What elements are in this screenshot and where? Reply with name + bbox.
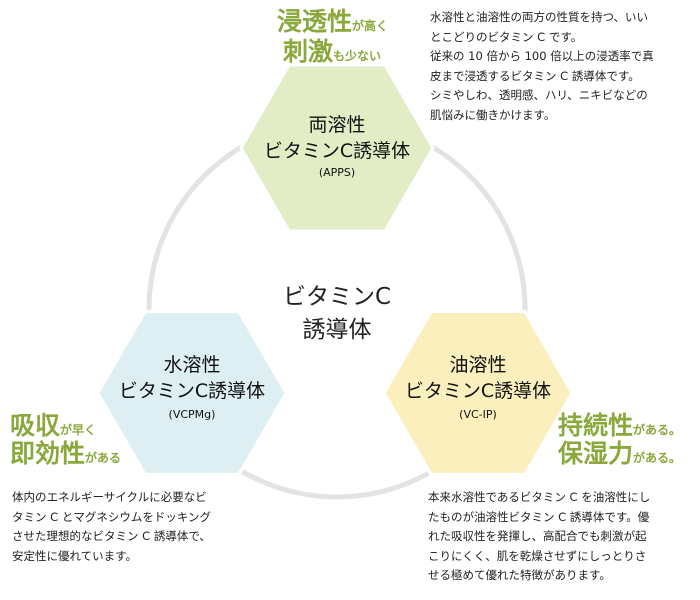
catch-left-line2: 即効性がある: [10, 439, 121, 468]
catch-left-line1: 吸収が早く: [10, 411, 96, 440]
description-line: させた理想的なビタミン C 誘導体で、: [12, 529, 211, 543]
description-line: たものが油溶性ビタミン C 誘導体です。優: [428, 509, 650, 524]
catch-top-line1: 浸透性が高く: [277, 7, 388, 36]
description-line: 皮まで浸透するビタミン C 誘導体です。: [430, 68, 640, 83]
description-line: 安定性に優れています。: [12, 548, 138, 563]
description-amphiphilic: 水溶性と油溶性の両方の性質を持つ、いいとこどりのビタミン C です。従来の 10…: [430, 8, 692, 125]
description-line: 従来の 10 倍から 100 倍以上の浸透率で真: [430, 49, 654, 63]
hex-left-sub: (VCPMg): [169, 408, 216, 421]
catch-right-line1: 持続性がある。: [558, 411, 681, 440]
description-line: 本来水溶性であるビタミン C を油溶性にし: [428, 490, 651, 504]
hex-top-line2: ビタミンC誘導体: [264, 140, 410, 162]
hexagon-oil-soluble: [382, 310, 574, 476]
description-line: こりにくく、肌を乾燥させずにしっとりさ: [428, 548, 647, 563]
description-line: 水溶性と油溶性の両方の性質を持つ、いい: [430, 10, 649, 24]
hex-left-line1: 水溶性: [163, 354, 220, 376]
catch-top-line2: 刺激も少ない: [283, 37, 381, 66]
description-line: れた吸収性を発揮し、高配合でも刺激が起: [428, 529, 647, 543]
description-line: とこどりのビタミン C です。: [430, 29, 583, 44]
description-line: せる極めて優れた特徴があります。: [428, 568, 611, 582]
hex-top-sub: (APPS): [319, 166, 355, 179]
description-oil-soluble: 本来水溶性であるビタミン C を油溶性にしたものが油溶性ビタミン C 誘導体です…: [428, 488, 690, 586]
hexagon-amphiphilic: [239, 63, 435, 233]
hex-top-line1: 両溶性: [308, 114, 365, 136]
hex-right-line1: 油溶性: [449, 354, 506, 376]
hex-left-line2: ビタミンC誘導体: [119, 380, 265, 402]
description-water-soluble: 体内のエネルギーサイクルに必要なビタミン C とマグネシウムをドッキングさせた理…: [12, 488, 272, 566]
description-line: 肌悩みに働きかけます。: [430, 107, 556, 122]
hex-right-line2: ビタミンC誘導体: [405, 380, 551, 402]
description-line: シミやしわ、透明感、ハリ、ニキビなどの: [430, 88, 648, 102]
description-line: タミン C とマグネシウムをドッキング: [12, 509, 211, 524]
description-line: 体内のエネルギーサイクルに必要なビ: [12, 490, 207, 504]
center-label-line1: ビタミンC: [283, 284, 391, 310]
catch-right-line2: 保湿力がある。: [557, 439, 681, 468]
hexagon-water-soluble: [96, 310, 288, 476]
hex-right-sub: (VC-IP): [459, 408, 497, 421]
center-label-line2: 誘導体: [303, 317, 372, 343]
